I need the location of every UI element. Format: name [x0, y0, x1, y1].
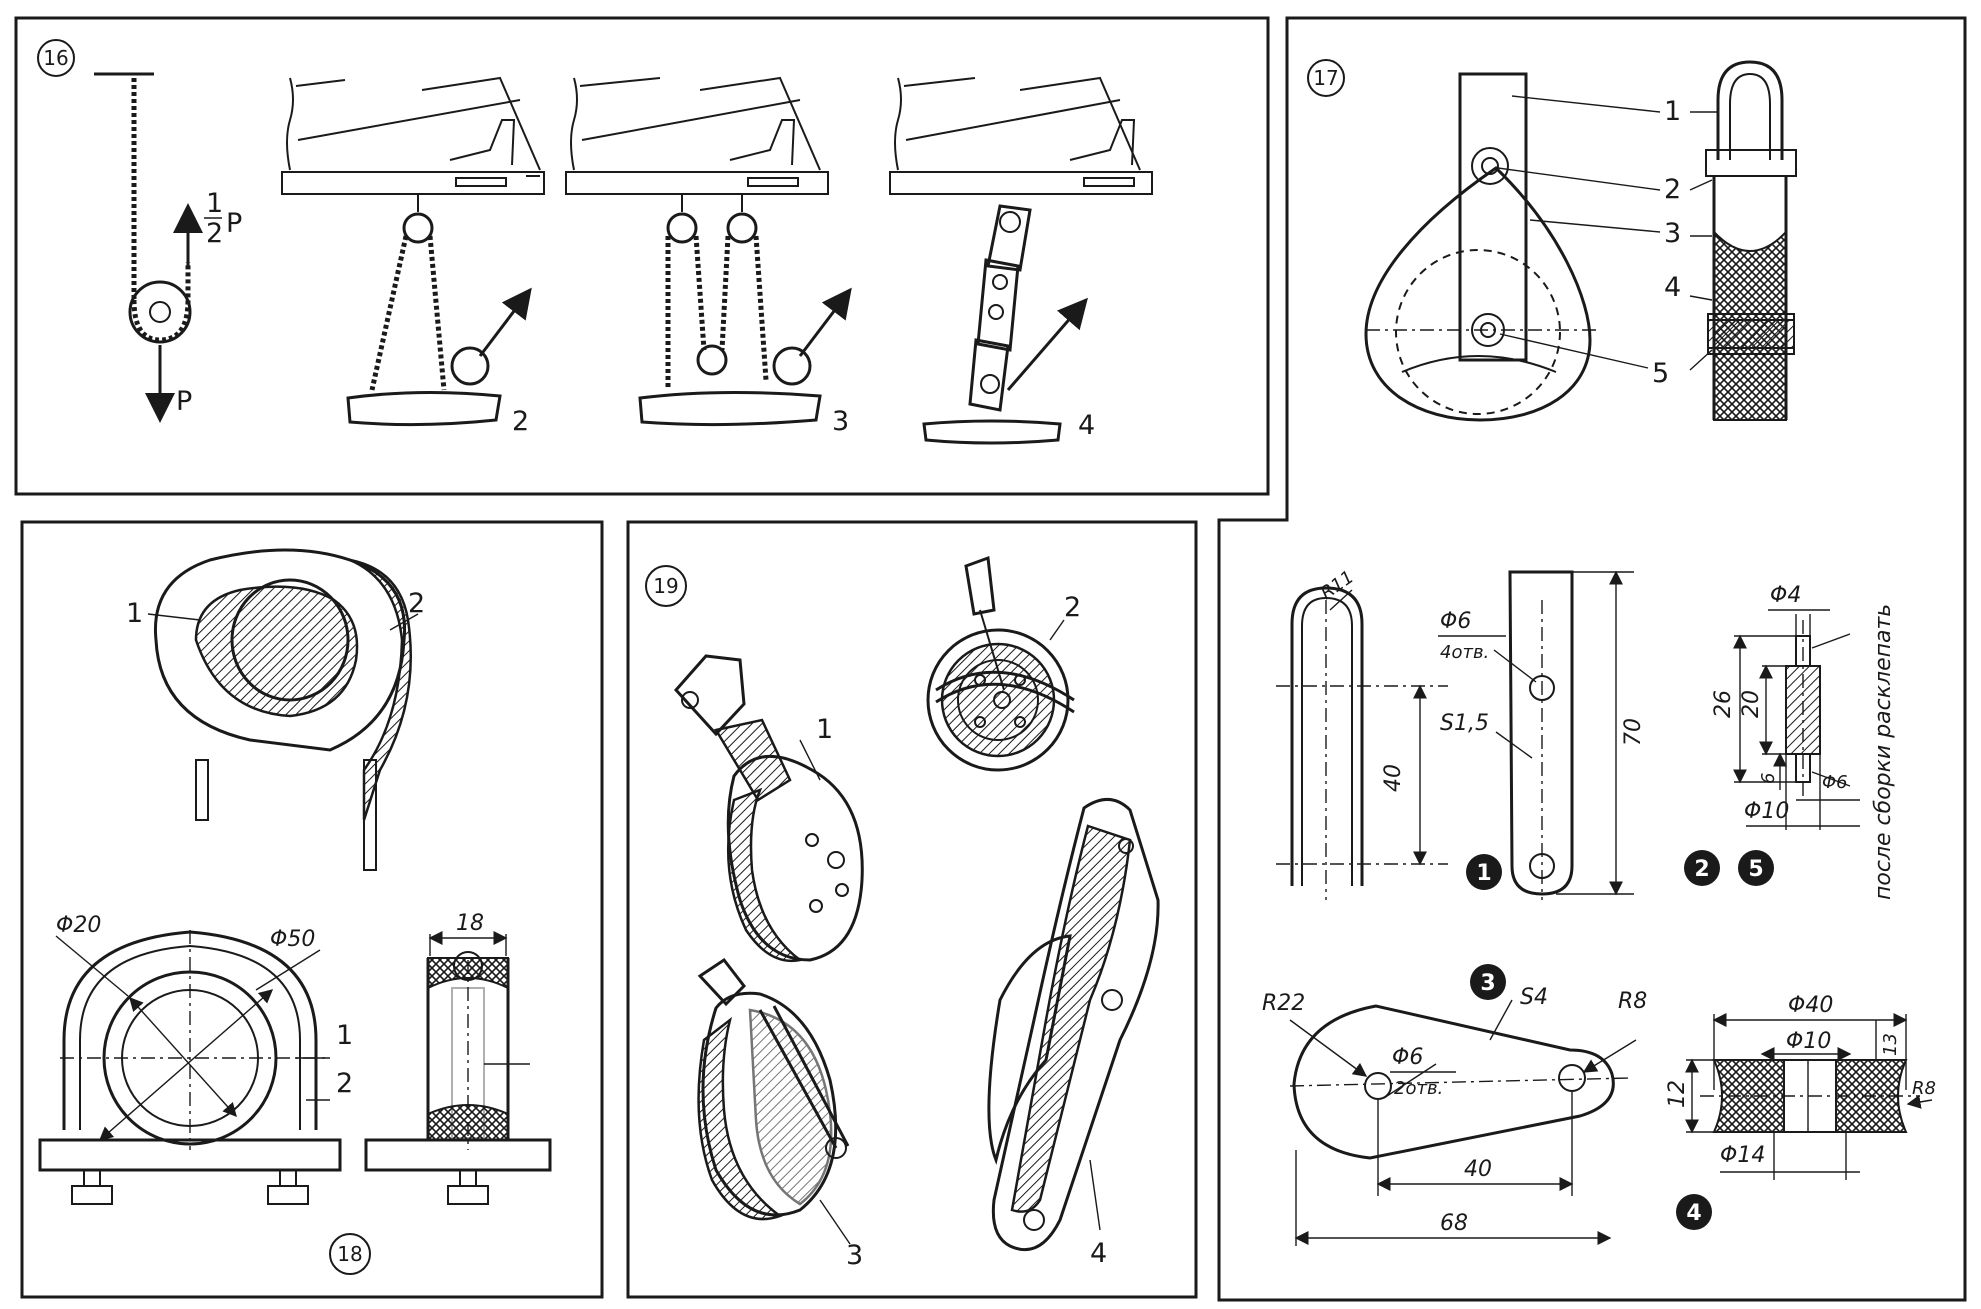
part25-note: после сборки расклепать [1871, 604, 1896, 900]
fig17-callout-4: 4 [1664, 272, 1681, 303]
force-half-numerator: 1 [206, 188, 223, 219]
part1-hole-dia: Φ6 [1440, 609, 1471, 634]
part25-dim-d4: Φ4 [1770, 583, 1801, 608]
part3-hole-dia: Φ6 [1392, 1045, 1423, 1070]
fig16-label-4: 4 [1078, 410, 1095, 441]
deck-section-3: 3 [565, 76, 852, 437]
force-half-symbol: P [226, 208, 242, 239]
part4-dim-12: 12 [1665, 1080, 1690, 1108]
part4-dim-d10: Φ10 [1786, 1029, 1831, 1054]
block-3-illustration: 3 [697, 957, 863, 1271]
fig19-callout-2: 2 [1064, 592, 1081, 623]
part4-marker: 4 [1686, 1201, 1701, 1226]
part3-radius-22: R22 [1262, 991, 1305, 1016]
part1-thickness: S1,5 [1440, 711, 1489, 736]
part3-hole-count: 2отв. [1394, 1078, 1443, 1099]
fig18-number: 18 [337, 1242, 362, 1266]
part4-dim-d14: Φ14 [1720, 1143, 1765, 1168]
part4-dim-d40: Φ40 [1788, 993, 1833, 1018]
part25-axle-drawing: Φ4 26 20 6 Φ6 Φ10 2 5 после сборки раскл… [1684, 583, 1896, 900]
deck-section-2: 2 [281, 76, 545, 437]
fig16-label-3: 3 [832, 406, 849, 437]
fig17-callout-1: 1 [1664, 96, 1681, 127]
part25-marker-2: 2 [1694, 857, 1709, 882]
fig18-dim-18: 18 [456, 911, 484, 936]
fig18-bottom-callout-2: 2 [336, 1068, 353, 1099]
part3-radius-8: R8 [1618, 989, 1647, 1014]
part4-dim-13: 13 [1880, 1033, 1901, 1056]
part3-thickness: S4 [1520, 985, 1548, 1010]
part25-dim-d6: Φ6 [1822, 772, 1848, 793]
fig17-callout-5: 5 [1652, 358, 1669, 389]
block-1-illustration: 1 [673, 654, 864, 963]
panel-frames [14, 16, 1967, 1302]
fig18-dim-d50: Φ50 [270, 927, 315, 952]
part25-dim-20: 20 [1739, 690, 1764, 718]
fig19-number: 19 [653, 574, 678, 598]
part1-dim-70: 70 [1621, 718, 1646, 746]
single-pulley-diagram: 1 2 P P [94, 72, 242, 423]
fig18-top-callout-1: 1 [126, 598, 143, 629]
figure-17-assembly: 17 1 2 3 4 5 [1307, 59, 1797, 422]
force-full-label: P [176, 386, 192, 417]
part4-sheave-drawing: Φ40 Φ10 13 R8 12 Φ14 4 [1665, 993, 1936, 1230]
part25-marker-5: 5 [1748, 857, 1763, 882]
force-half-denominator: 2 [206, 218, 223, 249]
part25-dim-6: 6 [1758, 773, 1779, 784]
part4-radius-8: R8 [1912, 1078, 1936, 1099]
figure-16: 16 1 2 P P [37, 39, 1153, 445]
part25-dim-d10: Φ10 [1744, 799, 1789, 824]
fig17-callout-2: 2 [1664, 174, 1681, 205]
part1-hole-count: 4отв. [1440, 642, 1489, 663]
part3-cheek-plate-drawing: 3 R22 R8 S4 Φ6 2отв. 40 68 [1262, 964, 1647, 1246]
part25-dim-26: 26 [1711, 690, 1736, 718]
part1-bracket-drawing: 40 R11 1 70 Φ6 4отв. S1,5 [1276, 567, 1646, 900]
fig18-bottom-callout-1: 1 [336, 1020, 353, 1051]
part1-dim-40: 40 [1381, 764, 1406, 792]
part1-marker: 1 [1476, 861, 1491, 886]
fig16-label-2: 2 [512, 406, 529, 437]
figure-18: 1 2 Φ20 Φ50 1 2 18 [38, 548, 552, 1275]
fig17-callout-3: 3 [1664, 218, 1681, 249]
fig19-callout-4: 4 [1090, 1238, 1107, 1269]
part3-marker: 3 [1480, 971, 1495, 996]
fig18-top-callout-2: 2 [408, 588, 425, 619]
part3-dim-68: 68 [1440, 1211, 1468, 1236]
figure-19: 19 1 [645, 555, 1160, 1271]
fig19-callout-3: 3 [846, 1240, 863, 1271]
block-4-illustration: 4 [987, 798, 1160, 1269]
fig17-number: 17 [1313, 66, 1338, 90]
fig16-number: 16 [43, 46, 68, 70]
part3-dim-40: 40 [1464, 1157, 1492, 1182]
fig19-callout-1: 1 [816, 714, 833, 745]
block-2-illustration: 2 [926, 555, 1081, 772]
deck-section-4: 4 [889, 76, 1153, 445]
fig18-dim-d20: Φ20 [56, 913, 101, 938]
